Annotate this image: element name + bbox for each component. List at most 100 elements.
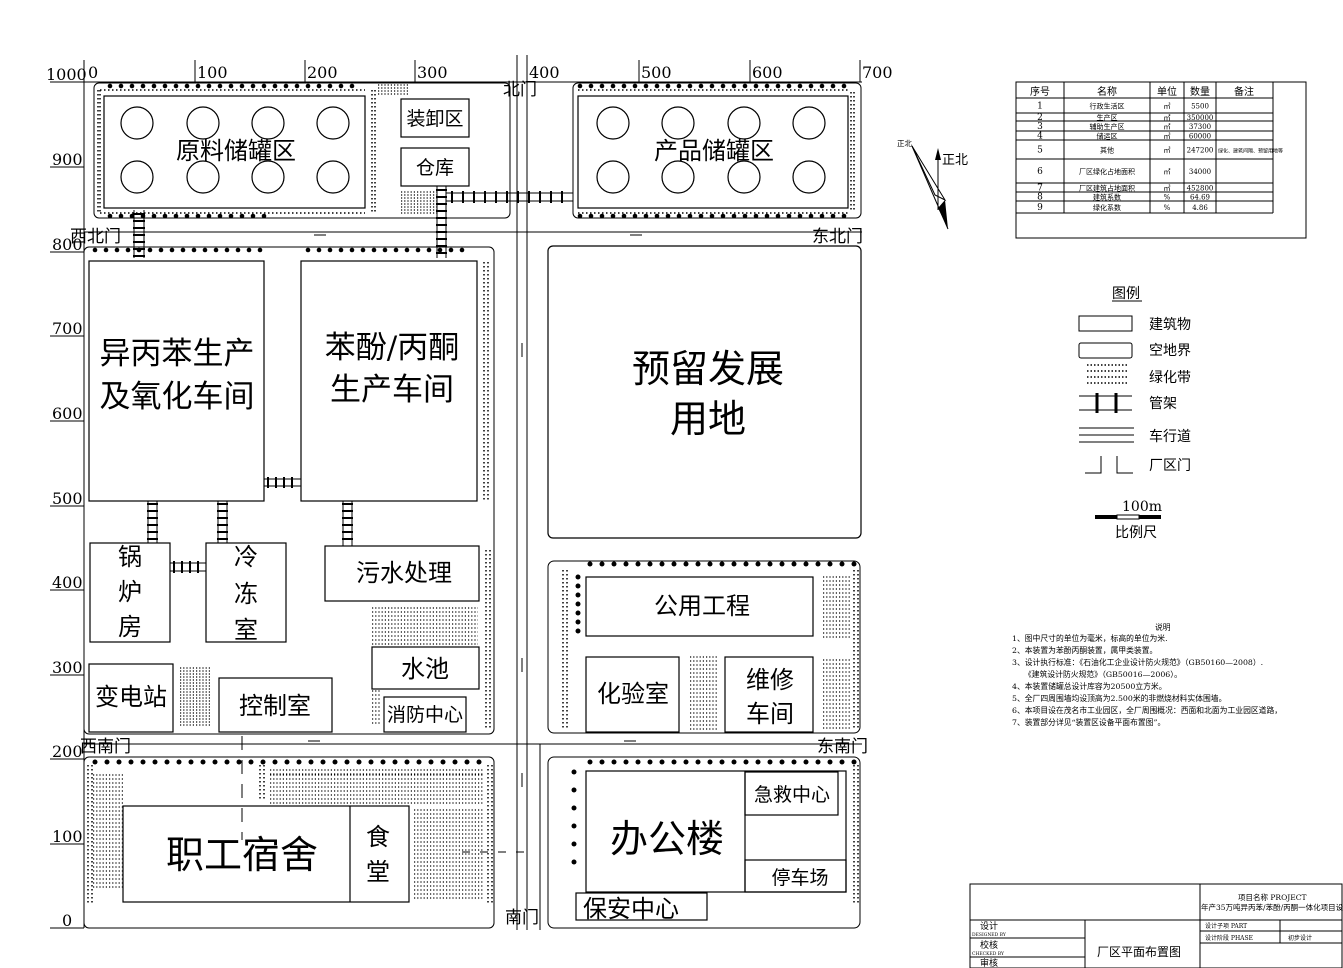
table-cell: 辅助生产区 xyxy=(1090,122,1125,131)
y-tick: 1000 xyxy=(46,65,87,84)
cumene-workshop-label-1: 异丙苯生产 xyxy=(100,336,255,372)
table-cell: 60000 xyxy=(1189,133,1211,141)
table-header: 备注 xyxy=(1234,85,1254,98)
repair-label-1: 维修 xyxy=(746,666,794,694)
table-cell: ㎡ xyxy=(1164,185,1171,193)
reserve-land-label-1: 预留发展 xyxy=(632,347,784,391)
sewage-label: 污水处理 xyxy=(356,559,452,587)
lab-label: 化验室 xyxy=(597,680,669,708)
table-cell: 行政生活区 xyxy=(1090,102,1125,111)
greenbelts xyxy=(87,83,859,905)
note-line: 4、本装置储罐总设计库容为20500立方米。 xyxy=(1012,681,1167,691)
pipe-rack-swatch xyxy=(1079,393,1132,413)
y-axis: 1000 900 800 700 600 500 400 300 200 100… xyxy=(46,65,87,930)
title-block: 项目名称 PROJECT 年产35万吨异丙苯/苯酚/丙酮一体化项目设计 设计 D… xyxy=(969,883,1343,968)
x-tick: 0 xyxy=(88,63,98,82)
y-tick: 600 xyxy=(52,404,83,423)
table-cell: 64.69 xyxy=(1190,194,1210,202)
road-swatch xyxy=(1079,427,1134,443)
table-cell: 5500 xyxy=(1191,103,1209,111)
table-cell: ㎡ xyxy=(1164,133,1171,141)
table-cell: 247200 xyxy=(1187,147,1214,155)
substation-label: 变电站 xyxy=(95,683,167,711)
project-name: 年产35万吨异丙苯/苯酚/丙酮一体化项目设计 xyxy=(1201,902,1343,912)
table-cell: 厂区建筑占地面积 xyxy=(1079,184,1135,193)
x-tick: 300 xyxy=(417,63,448,82)
security-label: 保安中心 xyxy=(583,895,679,923)
boiler-label-3: 房 xyxy=(118,613,142,641)
legend-item: 空地界 xyxy=(1149,343,1191,359)
table-cell: 9 xyxy=(1037,203,1043,213)
reserve-land-label-2: 用地 xyxy=(670,397,746,441)
warehouse-label: 仓库 xyxy=(416,157,454,179)
table-cell: 生产区 xyxy=(1097,113,1118,122)
canteen-label-2: 堂 xyxy=(366,858,390,886)
gate-northeast: 东北门 xyxy=(812,227,863,247)
cumene-workshop-label-2: 及氧化车间 xyxy=(100,379,255,415)
checker-label: 校核 xyxy=(980,939,998,951)
gate-northwest: 西北门 xyxy=(70,227,121,247)
notes: 说明 1、图中尺寸的单位为毫米，标高的单位为米. 2、本装置为苯酚丙酮装置，属甲… xyxy=(1012,622,1282,727)
x-tick: 100 xyxy=(197,63,228,82)
loading-label: 装卸区 xyxy=(406,108,463,130)
raw-tank-label: 原料储罐区 xyxy=(176,137,296,165)
control-room-label: 控制室 xyxy=(239,692,311,720)
x-tick: 600 xyxy=(752,63,783,82)
scale-value: 100m xyxy=(1122,499,1162,515)
table-cell: 其他 xyxy=(1100,146,1114,155)
project-label: 项目名称 PROJECT xyxy=(1238,892,1306,902)
table-header: 序号 xyxy=(1030,85,1050,98)
table-header: 名称 xyxy=(1097,85,1117,98)
gate-south: 南门 xyxy=(505,908,539,928)
freeze-room-label-3: 室 xyxy=(234,616,258,644)
y-tick: 200 xyxy=(52,742,83,761)
table-cell: 34000 xyxy=(1189,168,1211,176)
raw-tank-area: 原料储罐区 xyxy=(103,95,366,209)
greenbelt-swatch xyxy=(1087,364,1128,384)
table-cell: 绿化、建筑间隔、预留用地等 xyxy=(1218,148,1283,155)
y-tick: 700 xyxy=(52,319,83,338)
table-cell: % xyxy=(1164,194,1171,202)
utility-label: 公用工程 xyxy=(654,592,750,620)
office-label: 办公楼 xyxy=(610,817,724,861)
compass-true-north: 正北 xyxy=(897,139,912,148)
phenol-workshop-label-1: 苯酚/丙酮 xyxy=(325,330,459,366)
phase-value: 初步设计 xyxy=(1288,934,1312,942)
table-cell: % xyxy=(1164,204,1171,212)
table-header: 单位 xyxy=(1157,85,1177,98)
boiler-label-1: 锅 xyxy=(118,543,142,571)
x-tick: 200 xyxy=(307,63,338,82)
reviewer-label: 审核 xyxy=(980,957,998,968)
freeze-room-label-2: 冻 xyxy=(234,580,258,608)
note-line: 5、全厂四周围墙均设顶高为2.500米的非燃烧材料实体围墙。 xyxy=(1012,693,1226,703)
y-tick: 400 xyxy=(52,573,83,592)
boiler-label-2: 炉 xyxy=(118,578,142,606)
table-cell: ㎡ xyxy=(1164,168,1171,176)
first-aid-label: 急救中心 xyxy=(754,784,830,806)
table-cell: 3 xyxy=(1037,122,1043,132)
repair-label-2: 车间 xyxy=(746,700,794,728)
table-cell: ㎡ xyxy=(1164,123,1171,131)
legend: 图例 建筑物 空地界 绿化带 管架 车行道 厂区 xyxy=(1078,286,1191,541)
designer-label: 设计 xyxy=(980,920,998,932)
y-tick: 0 xyxy=(62,911,72,930)
table-cell: 2 xyxy=(1037,113,1043,123)
gate-southwest: 西南门 xyxy=(80,737,131,757)
x-tick: 700 xyxy=(862,63,893,82)
note-line: 7、装置部分详见“装置区设备平面布置图”。 xyxy=(1012,717,1165,727)
parking-label: 停车场 xyxy=(771,867,828,889)
table-cell: 1 xyxy=(1037,102,1043,112)
table-cell: 37300 xyxy=(1189,123,1211,131)
table-header: 数量 xyxy=(1190,85,1210,98)
legend-title: 图例 xyxy=(1112,286,1140,302)
note-line: 1、图中尺寸的单位为毫米，标高的单位为米. xyxy=(1012,633,1168,643)
pipe-rack-ticks xyxy=(133,189,563,573)
legend-item: 建筑物 xyxy=(1149,317,1191,333)
road-centerlines xyxy=(241,234,642,853)
table-cell: ㎡ xyxy=(1164,147,1171,155)
legend-item: 绿化带 xyxy=(1149,370,1191,386)
table-cell: ㎡ xyxy=(1164,114,1171,122)
gates: 北门 西北门 东北门 西南门 东南门 南门 xyxy=(70,80,868,928)
table-cell: 4 xyxy=(1037,132,1043,142)
zone-boundaries xyxy=(83,82,862,929)
